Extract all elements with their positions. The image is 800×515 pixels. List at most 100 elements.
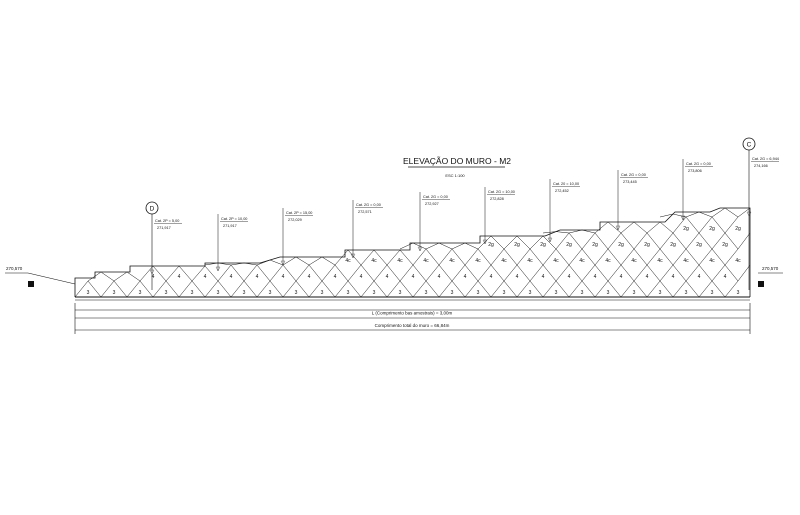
level-callout-line1: Cat. 2G = 0,00 [621,173,646,177]
level-callout-arrow [482,239,488,245]
level-callout-line2: 272,828 [490,197,504,201]
dimension-total: Comprimento total do muro = 66,84m [75,323,750,331]
block-label: 4 [698,274,701,280]
level-callout-arrow [615,225,621,231]
block-label: 3 [451,290,454,296]
block-label: 4 [516,274,519,280]
level-callout-line2: 271,917 [223,224,237,228]
level-right-marker [758,281,764,287]
block-label: 4 [178,274,181,280]
block-label: 4 [646,274,649,280]
block-label: 4 [386,274,389,280]
block-label: 2g [722,242,728,248]
block-label: 2g [709,226,715,232]
block-label: 3 [399,290,402,296]
block-label: 3 [269,290,272,296]
block-label: 2g [488,242,494,248]
block-label: 2g [683,226,689,232]
block-label: 2g [735,226,741,232]
dimension-l: L (Comprimento bas amostrais) = 3,00m [74,303,751,334]
level-callout-arrow [350,253,356,259]
block-label: 4 [620,274,623,280]
course-row-6 [659,207,751,218]
level-callout-line2: 274,166 [754,164,768,168]
block-label: 4 [568,274,571,280]
block-label: 2g [514,242,520,248]
marker-d-label: D [150,206,155,213]
block-label: 3 [659,290,662,296]
level-callout-arrow [149,269,155,275]
level-callout-line1: Cat. 2P = 5,00 [155,219,179,223]
dimension-total-label: Comprimento total do muro = 66,84m [375,323,450,328]
level-left-marker [28,281,34,287]
block-label: 4c [579,258,585,264]
block-label: 4 [256,274,259,280]
block-label: 4c [397,258,403,264]
block-label: 3 [217,290,220,296]
block-label: 4 [360,274,363,280]
level-callout-line2: 272,571 [358,210,372,214]
block-label: 4 [282,274,285,280]
block-label: 2g [644,242,650,248]
level-callout-line1: Cat. 2P = 15,00 [286,211,312,215]
block-label: 4 [308,274,311,280]
ground-level-right: 270,570 [758,266,783,287]
block-label: 3 [503,290,506,296]
level-callout-arrow [417,246,423,252]
block-label: 4 [438,274,441,280]
block-label: 3 [347,290,350,296]
block-label: 4 [542,274,545,280]
block-label: 4c [449,258,455,264]
block-label: 2g [566,242,572,248]
block-label: 4c [527,258,533,264]
level-callout-line2: 272,452 [555,189,569,193]
wall-outline [74,207,751,297]
block-label: 3 [737,290,740,296]
block-label: 4c [501,258,507,264]
block-label: 4 [724,274,727,280]
level-callout-line1: Cat. 2P = 10,00 [221,217,247,221]
level-callout-arrow [215,266,221,272]
level-callout-line1: Cat. 20 = 10,00 [553,182,579,186]
level-callout-arrow [280,260,286,266]
block-label: 4 [412,274,415,280]
level-callout-arrow [547,237,553,243]
block-label: 4c [683,258,689,264]
level-callout-line1: Cat. 2G = 6,944 [752,157,779,161]
marker-d: D [145,201,159,290]
drawing-title: ELEVAÇÃO DO MURO - M2 [403,156,511,166]
block-label: 4c [475,258,481,264]
block-label: 3 [685,290,688,296]
block-label: 4 [490,274,493,280]
block-label: 4 [334,274,337,280]
block-label: 3 [295,290,298,296]
level-callout-arrow [746,211,752,217]
block-label: 3 [191,290,194,296]
block-label: 2g [540,242,546,248]
level-callout: Cat. 20 = 10,00 272,452 [547,179,580,243]
dimension-l-label: L (Comprimento bas amostrais) = 3,00m [372,311,453,316]
level-callout-line2: 272,927 [425,202,439,206]
block-label: 4 [152,274,155,280]
block-label: 4c [605,258,611,264]
drawing-scale: ESC 1:100 [445,173,465,178]
block-label: 3 [321,290,324,296]
block-label: 3 [555,290,558,296]
block-label: 4 [672,274,675,280]
block-label: 3 [529,290,532,296]
course-row-5: 2g 2g 2g [542,216,741,234]
block-label: 4 [594,274,597,280]
block-label: 2g [618,242,624,248]
block-label: 3 [425,290,428,296]
